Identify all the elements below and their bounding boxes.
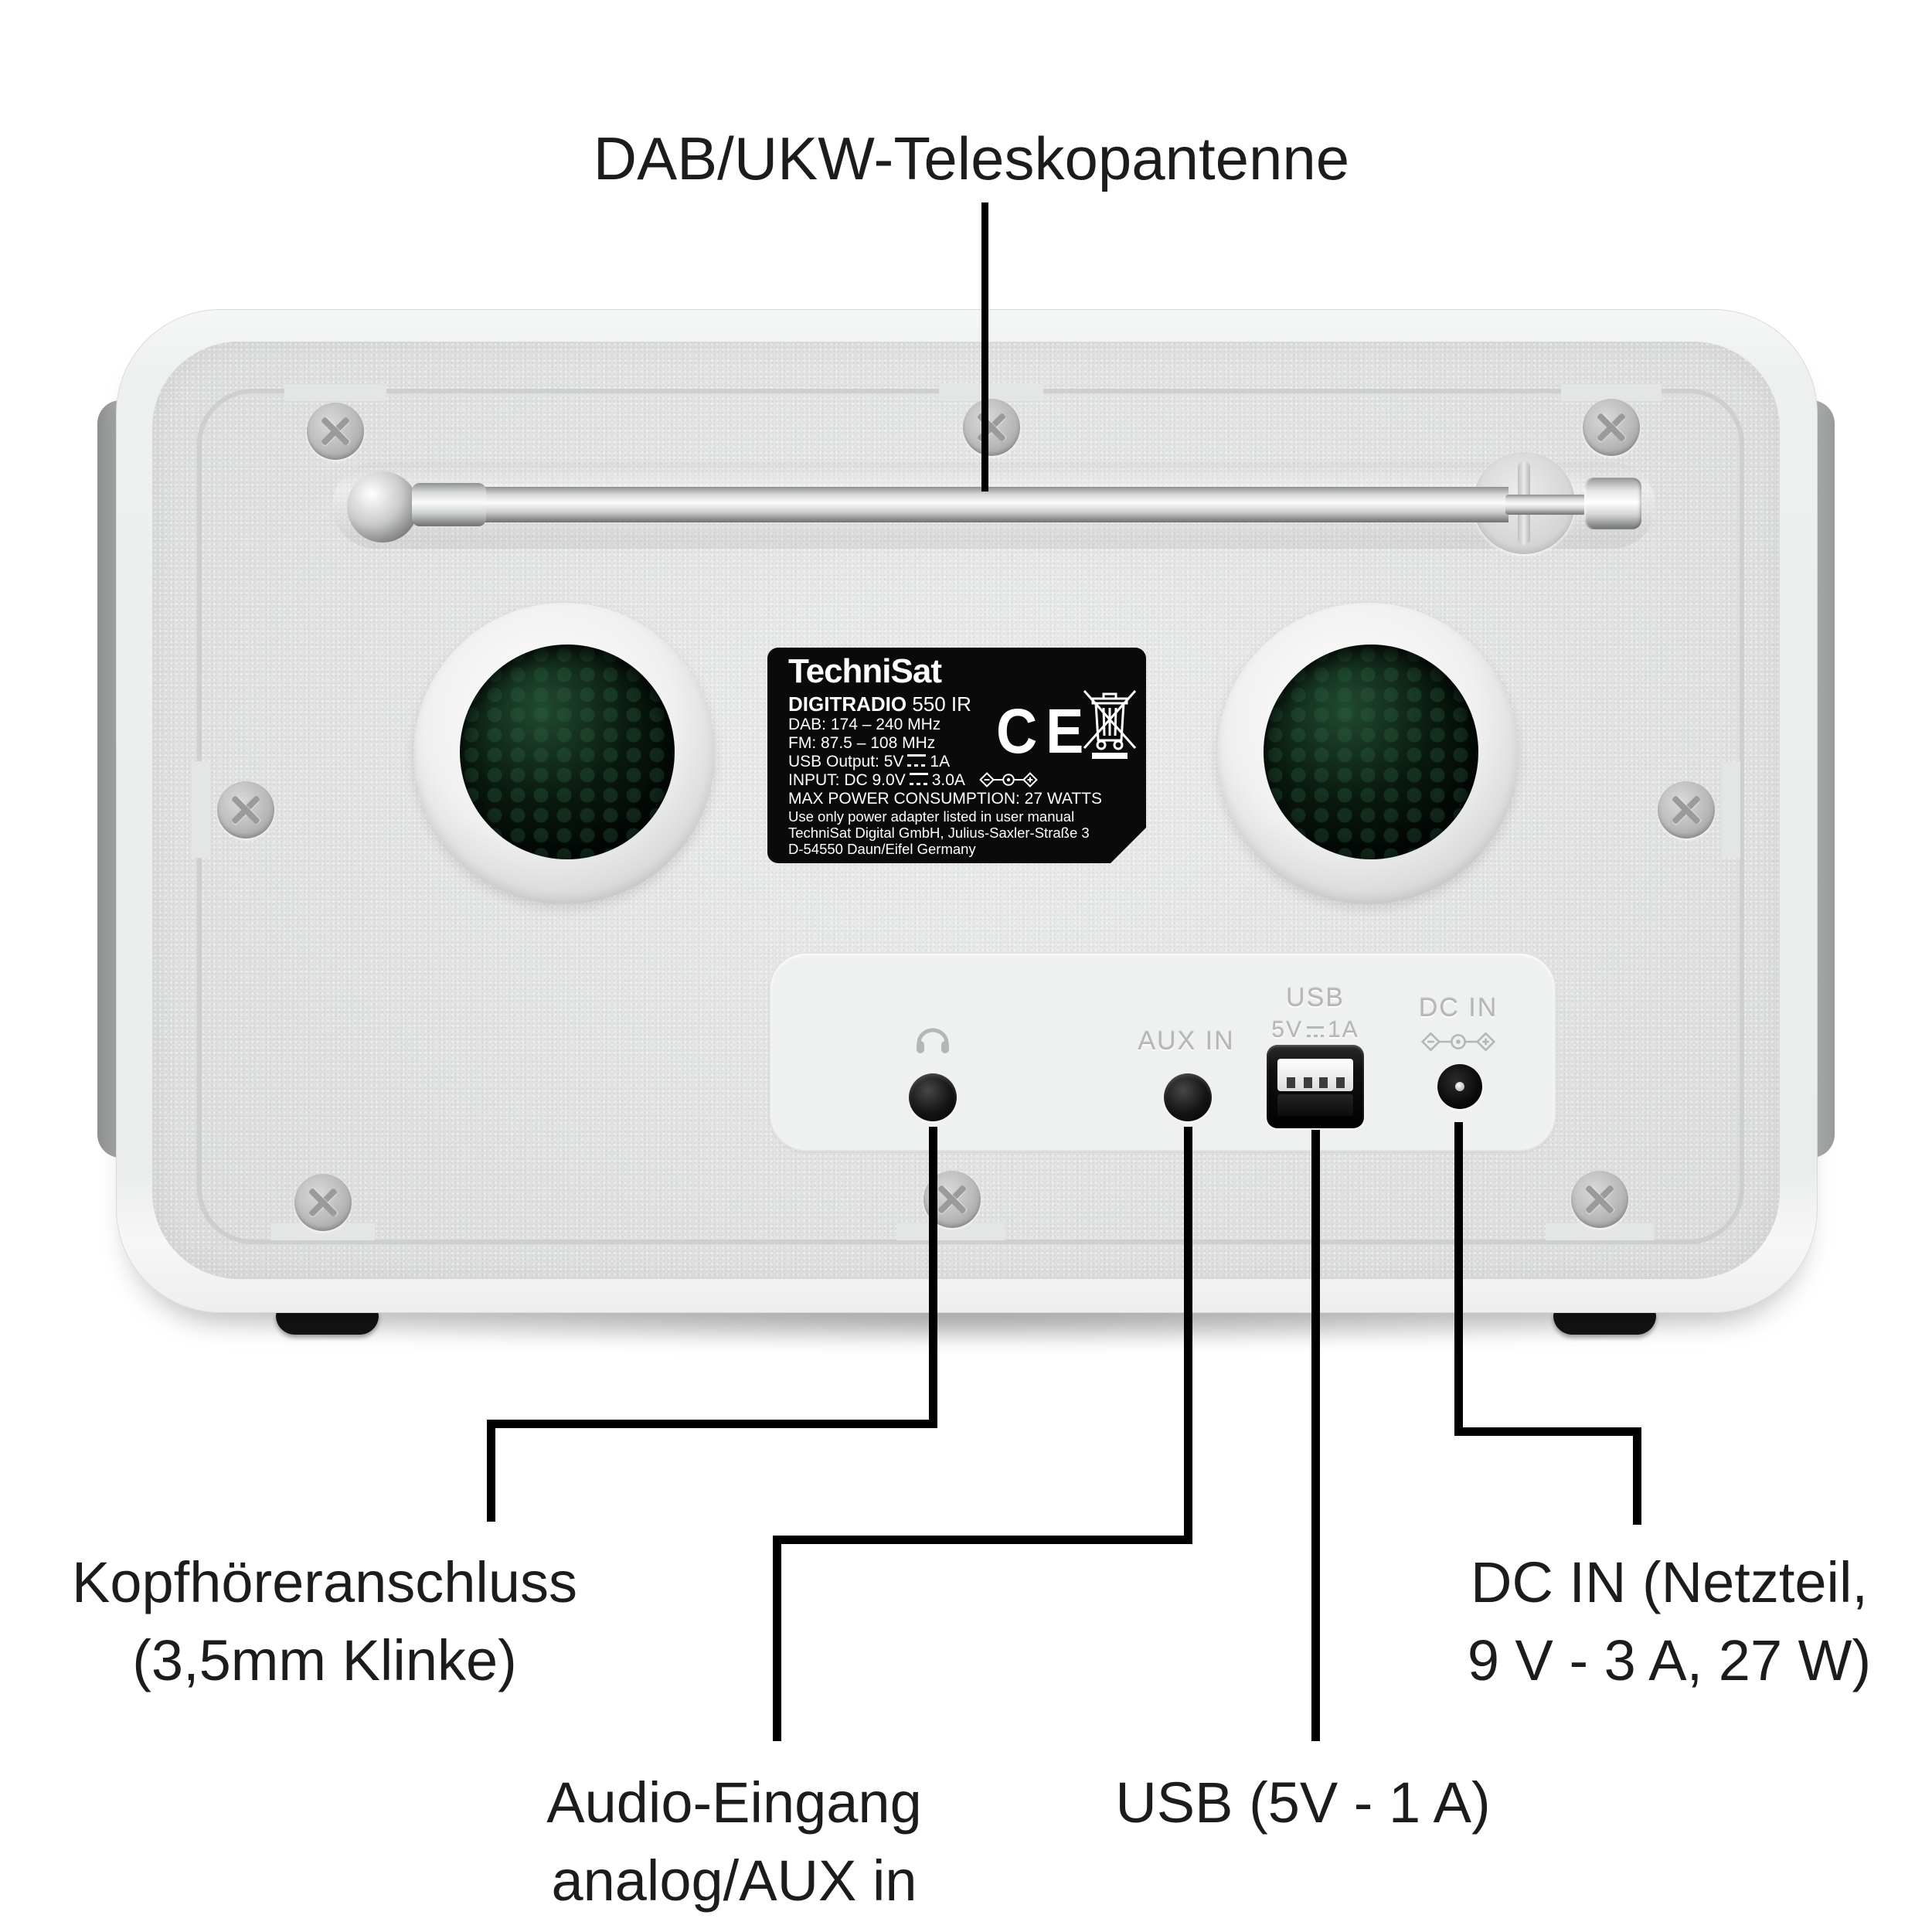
callout-line-aux-v1	[1184, 1127, 1192, 1544]
dc-current-icon	[910, 773, 928, 785]
callout-line-aux-h	[773, 1536, 1192, 1544]
callout-label-antenna: DAB/UKW-Teleskopantenne	[593, 124, 1350, 192]
callout-line-dc-h	[1454, 1427, 1641, 1436]
spec-lines: DAB: 174 – 240 MHz FM: 87.5 – 108 MHz US…	[788, 716, 1102, 808]
groove-gap	[939, 384, 1043, 401]
callout-line-headphone-v2	[487, 1420, 495, 1522]
callout-line-headphone-v1	[929, 1127, 937, 1428]
model-name: DIGITRADIO 550 IR	[788, 692, 971, 716]
screw-icon	[307, 403, 364, 460]
headphone-label-line1: Kopfhöreranschluss	[71, 1550, 578, 1614]
aux-label-line1: Audio-Eingang	[546, 1770, 922, 1835]
callout-line-dc-v1	[1454, 1122, 1463, 1436]
antenna-screw-ball-end	[347, 471, 418, 543]
screw-icon	[1583, 399, 1640, 456]
screw-icon	[963, 399, 1020, 456]
headphone-label-line2: (3,5mm Klinke)	[132, 1628, 517, 1692]
aux-label-line2: analog/AUX in	[551, 1848, 917, 1913]
callout-label-usb: USB (5V - 1 A)	[1115, 1770, 1491, 1835]
groove-gap	[284, 384, 386, 401]
connection-panel	[769, 952, 1556, 1151]
brand-logo: TechniSat	[788, 652, 942, 690]
aux-in-label: AUX IN	[1138, 1026, 1235, 1056]
groove-gap	[1561, 384, 1662, 401]
dc-label-line1: DC IN (Netzteil,	[1471, 1550, 1868, 1614]
right-speaker-port	[1217, 603, 1519, 904]
spec-max-power: MAX POWER CONSUMPTION: 27 WATTS	[788, 790, 1103, 808]
screw-icon	[1571, 1171, 1628, 1228]
screw-icon	[217, 781, 274, 838]
callout-label-aux: Audio-Eingang analog/AUX in	[440, 1764, 1028, 1920]
dc-in-label: DC IN	[1418, 993, 1498, 1022]
usb-port	[1267, 1045, 1364, 1128]
model-name-light: 550 IR	[906, 692, 971, 716]
callout-line-dc-v2	[1633, 1427, 1641, 1525]
dc-label-line2: 9 V - 3 A, 27 W)	[1467, 1628, 1872, 1692]
plate-note-3: D-54550 Daun/Eifel Germany	[788, 841, 976, 857]
dc-current-icon	[1307, 1026, 1324, 1037]
spec-fm: FM: 87.5 – 108 MHz	[788, 734, 936, 752]
left-speaker-grille	[460, 645, 675, 859]
groove-gap	[896, 1223, 1005, 1240]
dc-polarity-icon	[1420, 1032, 1496, 1052]
dc-in-jack	[1437, 1064, 1482, 1109]
headphone-icon	[917, 1028, 949, 1053]
groove-gap	[1546, 1223, 1654, 1240]
groove-gap	[192, 761, 210, 858]
telescopic-antenna-taper	[1505, 495, 1586, 515]
callout-label-dc: DC IN (Netzteil, 9 V - 3 A, 27 W)	[1418, 1544, 1920, 1699]
telescopic-antenna-collar	[412, 483, 486, 526]
screw-icon	[294, 1174, 352, 1231]
callout-line-usb	[1311, 1130, 1320, 1741]
plate-note-1: Use only power adapter listed in user ma…	[788, 808, 1075, 825]
screw-icon	[1658, 781, 1715, 838]
telescopic-antenna-rod	[484, 487, 1509, 522]
telescopic-antenna-tip	[1584, 478, 1641, 529]
ce-mark: CE	[996, 696, 1093, 767]
model-name-bold: DIGITRADIO	[788, 692, 907, 716]
dc-polarity-icon	[977, 771, 1040, 788]
spec-dab: DAB: 174 – 240 MHz	[788, 716, 941, 733]
callout-label-headphone: Kopfhöreranschluss (3,5mm Klinke)	[31, 1544, 618, 1699]
groove-gap	[270, 1223, 375, 1240]
plate-notes: Use only power adapter listed in user ma…	[788, 808, 1090, 857]
left-speaker-port	[413, 603, 715, 904]
headphone-jack	[909, 1073, 957, 1121]
usb-label: USB	[1286, 983, 1345, 1012]
usb-port-cavity	[1277, 1094, 1353, 1116]
plate-note-2: TechniSat Digital GmbH, Julius-Saxler-St…	[788, 825, 1090, 841]
aux-in-jack	[1164, 1073, 1212, 1121]
callout-line-antenna	[981, 202, 988, 492]
usb-port-tongue	[1277, 1059, 1353, 1091]
right-speaker-grille	[1264, 645, 1478, 859]
callout-line-aux-v2	[773, 1536, 781, 1741]
callout-line-headphone-h	[487, 1420, 937, 1428]
dc-current-icon	[907, 754, 926, 767]
groove-gap	[1722, 761, 1740, 858]
rating-plate: TechniSat DIGITRADIO 550 IR DAB: 174 – 2…	[767, 648, 1146, 863]
weee-bin-icon	[1083, 689, 1137, 760]
